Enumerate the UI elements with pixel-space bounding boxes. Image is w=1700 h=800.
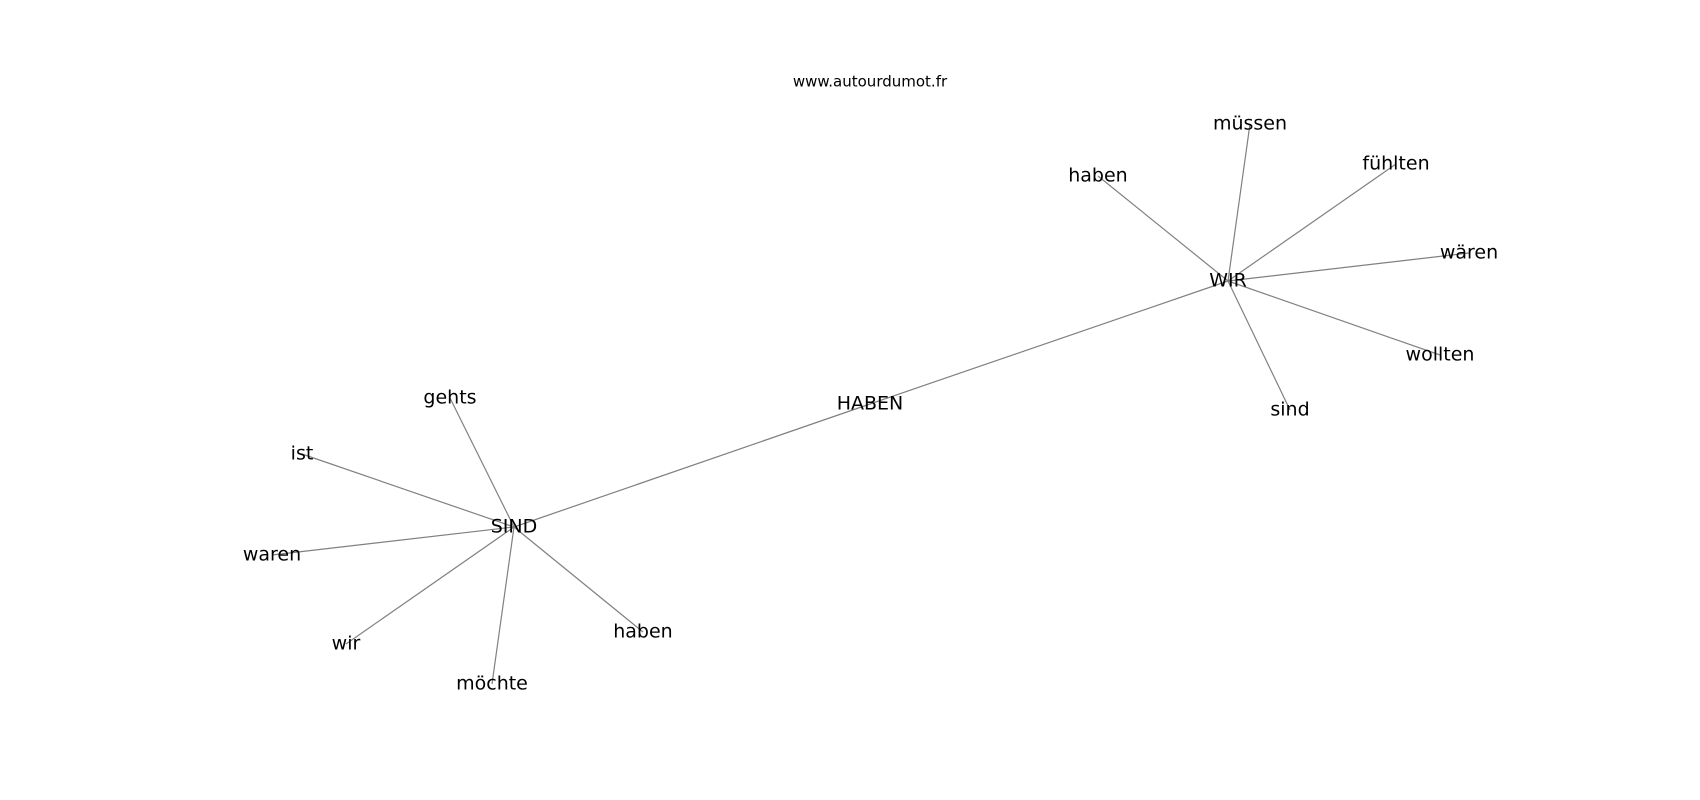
node-label-w_waeren: wären [1440,242,1498,264]
edge-sind_hub-s_moechte [491,526,515,685]
node-label-w_muessen: müssen [1213,113,1287,135]
edge-wir_hub-w_sind [1227,280,1291,411]
site-watermark: www.autourdumot.fr [793,73,948,91]
node-label-s_haben: haben [613,621,672,643]
node-label-s_gehts: gehts [423,387,476,409]
node-label-w_sind: sind [1270,399,1309,421]
node-label-s_moechte: möchte [456,673,528,695]
edge-sind_hub-s_gehts [449,397,515,528]
node-label-w_fuehlten: fühlten [1362,153,1429,175]
node-label-w_wollten: wollten [1406,344,1475,366]
edge-layer [271,123,1470,685]
edge-sind_hub-s_ist [301,453,515,528]
node-label-s_wir: wir [332,633,361,655]
node-label-s_waren: waren [243,544,301,566]
edge-wir_hub-w_haben [1097,175,1229,282]
edge-sind_hub-s_haben [513,526,644,633]
node-label-haben_center: HABEN [837,393,904,415]
edge-sind_hub-s_wir [345,526,515,645]
node-label-w_haben: haben [1068,165,1127,187]
edge-wir_hub-w_fuehlten [1227,163,1397,282]
edge-wir_hub-w_muessen [1227,123,1251,282]
edge-wir_hub-w_waeren [1227,252,1470,282]
node-label-s_ist: ist [291,443,314,465]
edge-haben_center-sind_hub [513,403,871,528]
edge-wir_hub-w_wollten [1227,280,1441,356]
node-label-sind_hub: SIND [491,516,538,538]
edge-sind_hub-s_waren [271,526,515,556]
edge-haben_center-wir_hub [869,280,1229,405]
node-label-wir_hub: WIR [1209,270,1247,292]
node-layer: HABEN WIR SIND müssen haben fühlten wären wollt… [243,113,1498,695]
